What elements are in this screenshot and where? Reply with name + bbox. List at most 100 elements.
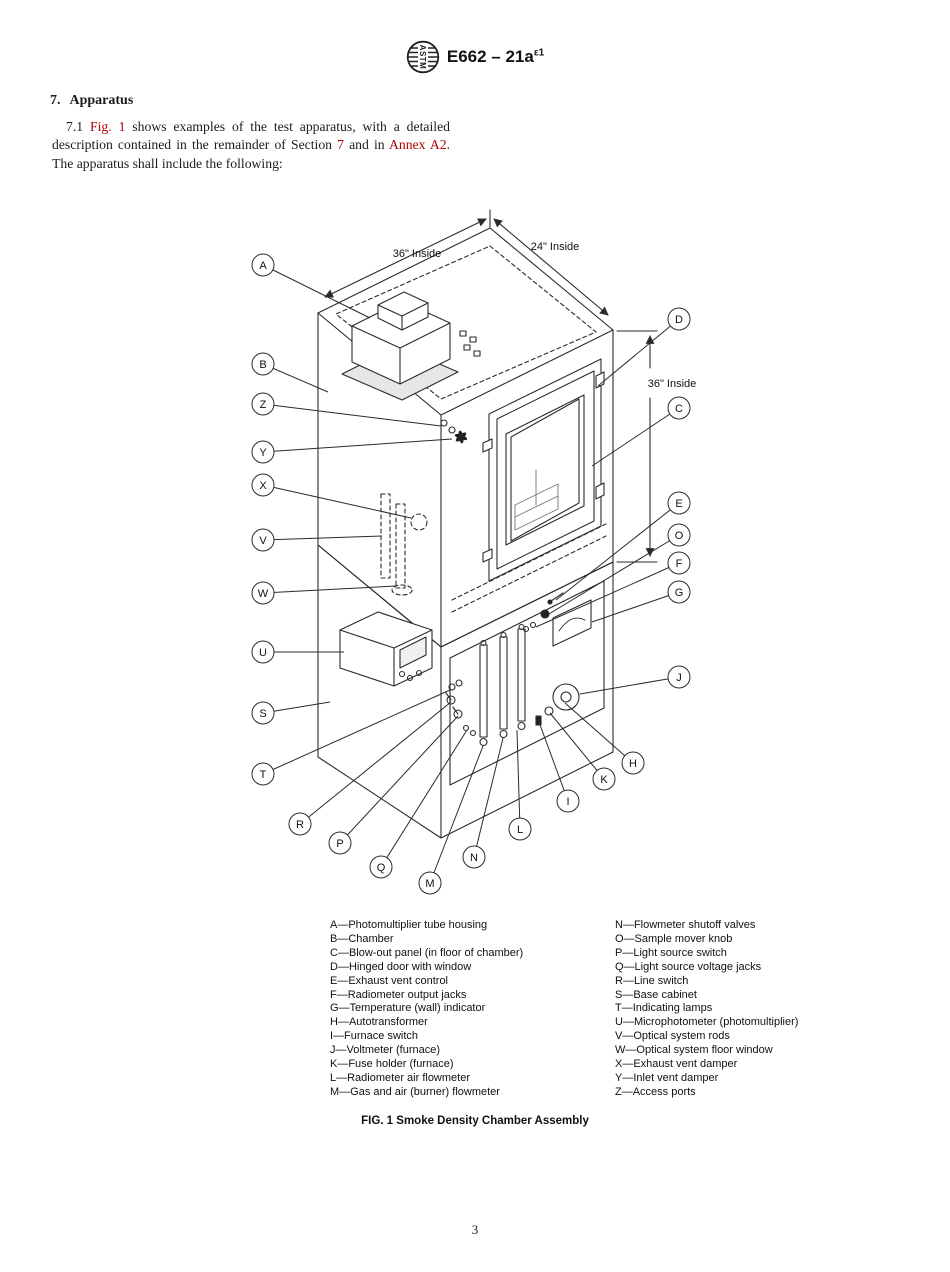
paragraph-text-1: shows examples of the test apparatus, wi… (52, 119, 451, 153)
paragraph-text-2: and in (343, 137, 389, 153)
inlet-vent-fan-icon (454, 430, 468, 444)
legend-item-q: Q—Light source voltage jacks (615, 960, 762, 973)
callout-x: X (251, 473, 412, 519)
svg-text:I: I (566, 796, 569, 808)
doc-number: E662 – 21a (446, 47, 534, 66)
svg-text:T: T (260, 769, 267, 781)
svg-text:D: D (675, 314, 683, 326)
legend-item-r: R—Line switch (615, 974, 689, 987)
callout-layer: A B Z Y X V W U S T R P Q M N L I K H J … (251, 253, 691, 895)
page-number: 3 (471, 1222, 479, 1237)
callout-a: A (251, 253, 371, 319)
figure-caption: FIG. 1 Smoke Density Chamber Assembly (361, 1115, 589, 1127)
callout-n: N (462, 737, 504, 869)
callout-c: C (591, 396, 691, 467)
paragraph-number: 7.1 (66, 119, 90, 134)
legend-item-a: A—Photomultiplier tube housing (330, 919, 488, 931)
link-section-7[interactable]: 7 (337, 137, 344, 153)
callout-l: L (508, 729, 532, 841)
callout-h: H (564, 702, 645, 775)
legend-item-v: V—Optical system rods (615, 1030, 730, 1043)
link-fig-1[interactable]: Fig. 1 (90, 119, 126, 134)
svg-text:Z: Z (260, 399, 267, 411)
svg-text:G: G (675, 587, 684, 599)
section-heading: 7. Apparatus (50, 93, 133, 109)
svg-text:C: C (675, 403, 683, 415)
svg-text:Y: Y (259, 447, 267, 459)
legend-item-z: Z—Access ports (615, 1085, 696, 1098)
callout-g: G (591, 580, 691, 623)
callout-b: B (251, 352, 329, 393)
doc-header: ASTM E662 – 21aε1 (0, 40, 950, 74)
section-number: 7. (50, 93, 61, 108)
legend-item-i: I—Furnace switch (330, 1030, 419, 1043)
callout-q: Q (369, 729, 468, 879)
svg-text:V: V (259, 535, 267, 547)
callout-r: R (288, 701, 452, 836)
legend-item-u: U—Microphotometer (photomultiplier) (615, 1016, 799, 1029)
photomultiplier-housing (341, 291, 459, 401)
svg-text:J: J (676, 672, 682, 684)
legend-item-n: N—Flowmeter shutoff valves (615, 919, 756, 931)
legend-item-h: H—Autotransformer (330, 1016, 428, 1029)
figure-legend-right: N—Flowmeter shutoff valves O—Sample move… (615, 919, 798, 1100)
legend-item-m: M—Gas and air (burner) flowmeter (330, 1085, 500, 1098)
legend-item-k: K—Fuse holder (furnace) (330, 1058, 454, 1071)
svg-text:K: K (600, 774, 608, 786)
dimension-annotations (324, 209, 658, 563)
callout-y: Y (251, 438, 453, 464)
legend-item-s: S—Base cabinet (615, 988, 697, 1001)
legend-item-x: X—Exhaust vent damper (615, 1058, 738, 1071)
legend-item-j: J—Voltmeter (furnace) (330, 1044, 441, 1057)
svg-text:B: B (259, 359, 266, 371)
svg-text:O: O (675, 530, 684, 542)
callout-e: E (555, 491, 691, 601)
dim-label-top-right: 24" Inside (531, 241, 580, 253)
callout-o: O (548, 523, 691, 615)
section-title: Apparatus (69, 93, 134, 108)
legend-item-d: D—Hinged door with window (330, 960, 472, 973)
callout-s: S (251, 701, 331, 725)
svg-text:A: A (259, 260, 267, 272)
legend-item-e: E—Exhaust vent control (330, 974, 449, 987)
svg-text:H: H (629, 758, 637, 770)
doc-designation: E662 – 21aε1 (447, 47, 544, 67)
legend-item-c: C—Blow-out panel (in floor of chamber) (330, 946, 524, 959)
legend-item-g: G—Temperature (wall) indicator (330, 1002, 486, 1015)
legend-item-t: T—Indicating lamps (615, 1002, 713, 1015)
callout-m: M (418, 745, 484, 895)
legend-item-o: O—Sample mover knob (615, 932, 733, 945)
doc-errata-superscript: ε1 (533, 47, 545, 59)
svg-text:U: U (259, 647, 267, 659)
legend-item-p: P—Light source switch (615, 946, 727, 959)
svg-text:X: X (259, 480, 267, 492)
callout-i: I (538, 721, 580, 813)
svg-text:Q: Q (377, 862, 386, 874)
svg-text:L: L (517, 824, 523, 836)
link-annex-a2[interactable]: Annex A2 (388, 137, 447, 153)
legend-item-f: F—Radiometer output jacks (330, 988, 467, 1001)
svg-text:F: F (676, 558, 683, 570)
control-panel (445, 580, 605, 786)
callout-d: D (597, 307, 691, 387)
svg-text:M: M (425, 878, 434, 890)
figure-legend-left: A—Photomultiplier tube housing B—Chamber… (330, 919, 523, 1100)
astm-logo: ASTM (406, 40, 440, 74)
legend-item-b: B—Chamber (330, 932, 394, 945)
callout-u: U (251, 640, 344, 664)
legend-item-y: Y—Inlet vent damper (615, 1071, 719, 1084)
callout-k: K (549, 712, 616, 791)
svg-text:E: E (675, 498, 682, 510)
callout-f: F (535, 551, 691, 628)
door-assembly (482, 358, 605, 582)
astm-logo-text: ASTM (418, 45, 427, 70)
callout-p: P (328, 715, 459, 855)
callout-v: V (251, 528, 383, 552)
optical-system (380, 493, 607, 613)
chamber-interior (514, 469, 559, 531)
dim-label-top-left: 36" Inside (393, 248, 442, 260)
paragraph-text-3: . The apparatus shall include the follow… (52, 137, 450, 171)
svg-text:S: S (259, 708, 266, 720)
